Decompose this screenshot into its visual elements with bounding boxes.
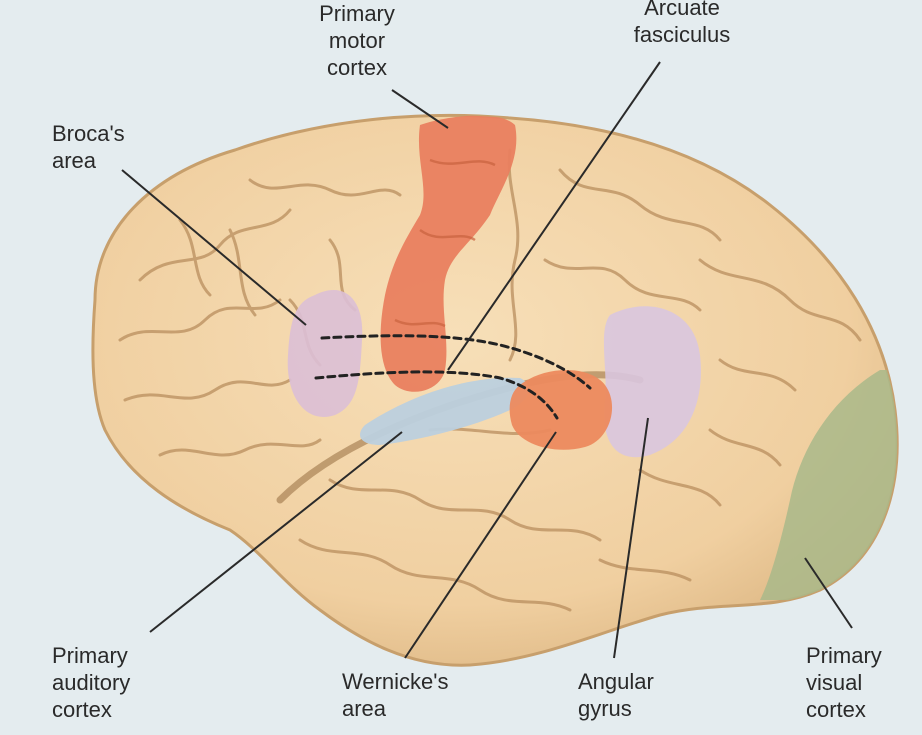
primary-auditory-cortex-region (360, 377, 529, 445)
label-primary-visual-cortex: Primary visual cortex (806, 643, 882, 722)
primary-motor-cortex-region (380, 115, 517, 392)
leader-brocas-area (121, 169, 307, 326)
arcuate-fasciculus-tracts (314, 334, 592, 420)
leader-primary-visual-cortex (804, 557, 853, 629)
leader-angular-gyrus (613, 417, 649, 659)
label-wernickes-area: Wernicke's area (342, 669, 449, 721)
leader-arcuate-fasciculus (447, 61, 661, 371)
angular-gyrus-region (603, 306, 701, 458)
leader-wernickes-area (404, 431, 557, 659)
leader-primary-motor-cortex (391, 89, 449, 129)
wernickes-area-region (509, 370, 613, 450)
leader-lines (121, 61, 853, 659)
label-brocas-area: Broca's area (52, 121, 125, 173)
leader-primary-auditory-cortex (149, 431, 403, 633)
label-primary-auditory-cortex: Primary auditory cortex (52, 643, 131, 722)
brocas-area-region (287, 290, 363, 417)
label-primary-motor-cortex: Primary motor cortex (319, 1, 395, 80)
label-arcuate-fasciculus: Arcuate fasciculus (633, 0, 731, 47)
sulci-pattern (118, 148, 862, 612)
label-angular-gyrus: Angular gyrus (578, 669, 654, 721)
